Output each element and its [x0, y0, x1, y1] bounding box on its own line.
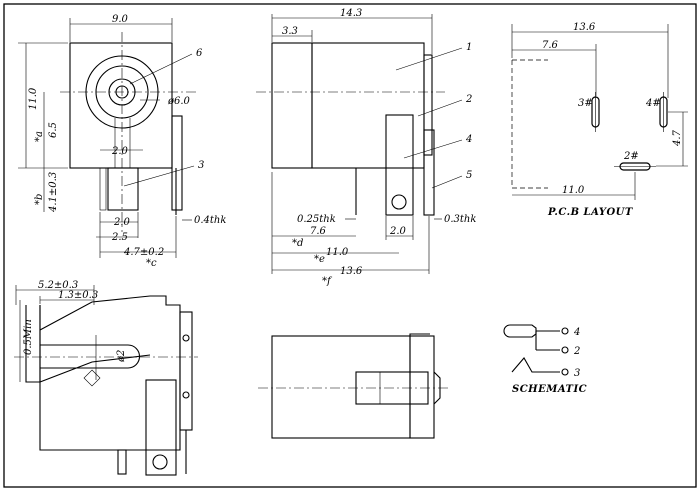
pcb-layout: 13.6 7.6 3# 4# 2# 4.7 11.0 P.C.B LAYOUT: [511, 22, 688, 218]
side-nose-dim: 3.3: [282, 26, 298, 37]
side-overall-dim: 14.3: [340, 8, 362, 19]
side-e-label: *e: [314, 254, 325, 265]
schematic-pin-3: 3: [574, 368, 580, 379]
schematic-switch: [511, 357, 560, 373]
schematic-pin-2: 2: [573, 346, 580, 357]
pcb-pad-2-label: 2#: [623, 151, 639, 162]
bl-bottom-chamfer: [39, 354, 151, 383]
schematic-pin-4: 4: [573, 327, 580, 338]
bl-dim-min: 0.5Min: [23, 319, 34, 355]
callout-5: 5: [466, 170, 472, 181]
back-rear-plate: [409, 335, 435, 439]
leader-2: [417, 99, 463, 117]
leader-5: [431, 175, 463, 189]
side-nose: [271, 42, 313, 169]
front-hole-dim: ø6.0: [167, 96, 191, 107]
schematic: 4 2 3 SCHEMATIC: [503, 324, 587, 395]
leader-3: [123, 165, 195, 187]
callout-3: 3: [198, 160, 204, 171]
side-e-value: 11.0: [326, 247, 349, 258]
side-f-label: *f: [322, 276, 333, 287]
leader-1: [395, 47, 463, 71]
pcb-span-dim: 11.0: [562, 185, 585, 196]
side-thk-left: 0.25thk: [297, 214, 336, 225]
back-body: [271, 335, 411, 439]
bl-pin-2: [145, 379, 177, 476]
side-f-value: 13.6: [340, 266, 363, 277]
bl-dim-a: 5.2±0.3: [38, 280, 78, 291]
bl-contact-spring: [83, 369, 101, 387]
bl-pin-hole: [152, 454, 168, 470]
schematic-terminal-2: [561, 346, 569, 354]
front-pin-3: [107, 167, 139, 211]
bl-body: [39, 295, 181, 451]
front-b-value: 4.1±0.3: [48, 172, 59, 213]
side-pitch-dim: 2.0: [389, 226, 407, 237]
front-thk-dim: 0.4thk: [194, 215, 226, 226]
bl-rivet-2: [182, 391, 190, 399]
pcb-pad-3-label: 3#: [578, 98, 593, 109]
schematic-terminal-3: [561, 368, 569, 376]
front-c-label: *c: [146, 258, 157, 269]
front-b-label: *b: [34, 194, 45, 205]
side-view: 14.3 3.3 0.25thk 0.3thk 7.6 *d 2.0 11.0 …: [256, 8, 476, 287]
front-height-dim: 11.0: [28, 87, 39, 110]
front-span-dim: 2.5: [111, 232, 128, 243]
bl-rivet-1: [182, 334, 190, 342]
side-pin-5: [423, 129, 435, 216]
front-pin-3-edge: [99, 167, 107, 211]
front-pos-dim: 4.7±0.2: [123, 247, 164, 258]
front-a-label: *a: [34, 131, 45, 142]
bl-pin-lead: [117, 449, 127, 475]
side-d-value: 7.6: [310, 226, 327, 237]
bl-dim-pin: ø2: [116, 350, 127, 363]
leader-4: [403, 139, 463, 159]
front-width-dim: 9.0: [112, 14, 129, 25]
drawing-border: [3, 3, 697, 488]
pcb-pad-4-label: 4#: [645, 98, 661, 109]
bl-dim-b: 1.3±0.3: [58, 290, 98, 301]
callout-1: 1: [466, 42, 472, 53]
front-side-tab: [171, 115, 183, 211]
side-pin-hole: [391, 194, 407, 210]
pcb-title: P.C.B LAYOUT: [547, 207, 634, 218]
callout-6: 6: [196, 48, 203, 59]
schematic-terminal-4: [561, 327, 569, 335]
side-pin-2: [385, 114, 414, 216]
bl-pin-tip: [127, 344, 140, 369]
pcb-offset-dim: 7.6: [542, 40, 559, 51]
front-view: 9.0 11.0 *a 6.5 *b 4.1±0.3 2.0 2.0 2.5 4…: [18, 14, 226, 269]
leader-6: [129, 53, 193, 85]
callout-4: 4: [465, 134, 472, 145]
bl-top-chamfer: [39, 295, 151, 331]
front-offset-dim: 2.0: [111, 146, 129, 157]
front-pitch-dim: 2.0: [113, 217, 131, 228]
pcb-overall-dim: 13.6: [573, 22, 596, 33]
side-thk-right: 0.3thk: [444, 214, 476, 225]
pcb-height-dim: 4.7: [672, 129, 683, 147]
bl-rear-plate: [179, 311, 193, 431]
back-view: [258, 333, 448, 439]
front-a-value: 6.5: [48, 122, 59, 138]
callout-2: 2: [465, 94, 472, 105]
side-body: [311, 42, 425, 169]
bottom-left-view: 5.2±0.3 1.3±0.3 0.5Min ø2: [14, 280, 198, 476]
schematic-plug: [503, 324, 537, 338]
side-d-label: *d: [292, 238, 303, 249]
side-rear-plate: [423, 54, 433, 156]
back-top-edge: [409, 333, 430, 336]
schematic-title: SCHEMATIC: [512, 384, 587, 395]
